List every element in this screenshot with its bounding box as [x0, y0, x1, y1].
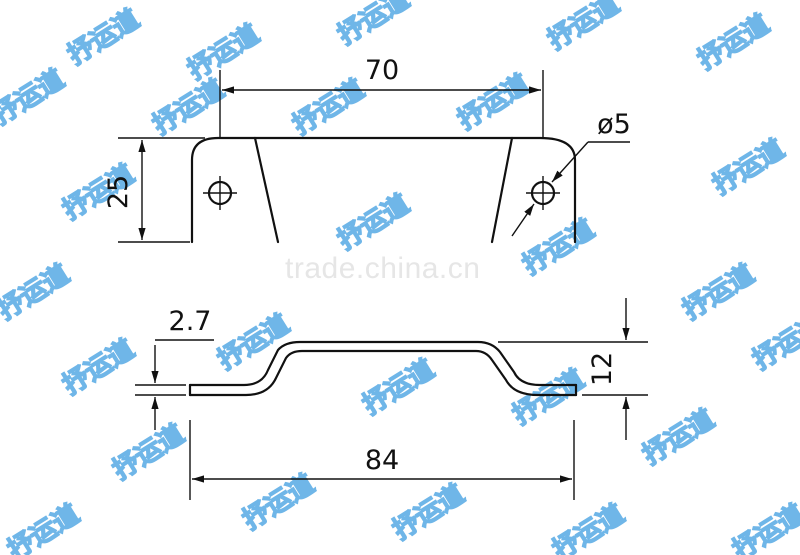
- side-view: 2.7 12 84: [135, 298, 648, 500]
- hole-right: [526, 176, 560, 210]
- watermark-stamp: 抒运道: [332, 188, 415, 256]
- watermark-stamp: 抒运道: [707, 133, 790, 201]
- watermark-stamp: 抒运道: [0, 63, 70, 131]
- watermark-stamp: 抒运道: [387, 478, 470, 546]
- bend-line-left: [253, 136, 280, 244]
- height-label: 25: [103, 175, 134, 209]
- dimension-height-25: 25: [103, 137, 205, 243]
- length-label: 84: [365, 445, 399, 476]
- thickness-label: 2.7: [169, 306, 212, 337]
- dimension-hole-diameter: ø5: [511, 109, 631, 237]
- bend-line-right: [490, 136, 514, 244]
- width-label: 70: [365, 55, 399, 86]
- watermark-stamp: 抒运道: [547, 498, 630, 555]
- watermark-stamp: 抒运道: [0, 258, 75, 326]
- watermark-stamp: 抒运道: [62, 3, 145, 71]
- watermark-stamp: 抒运道: [677, 258, 760, 326]
- watermark-stamp: 抒运道: [637, 403, 720, 471]
- watermark-stamp: 抒运道: [452, 68, 535, 136]
- watermark-stamp: 抒运道: [287, 73, 370, 141]
- dimension-height-12: 12: [498, 298, 648, 440]
- top-view-outline: [190, 136, 577, 244]
- watermark-stamp: 抒运道: [147, 73, 230, 141]
- dimension-length-84: 84: [189, 420, 575, 500]
- side-height-label: 12: [587, 352, 618, 386]
- watermark-stamp: 抒运道: [542, 0, 625, 56]
- watermark-stamp: 抒运道: [332, 0, 415, 51]
- dimension-width-70: 70: [219, 55, 544, 138]
- top-view: 70 25 ø5: [103, 55, 631, 244]
- watermark-stamp: 抒运道: [727, 498, 800, 555]
- side-view-profile-outer: [188, 340, 578, 387]
- watermark-stamp: 抒运道: [357, 353, 440, 421]
- watermark-stamp: 抒运道: [507, 363, 590, 431]
- hole-label: ø5: [597, 109, 631, 140]
- watermark-stamp: 抒运道: [2, 498, 85, 555]
- watermark-stamp: 抒运道: [107, 418, 190, 486]
- hole-left: [203, 176, 237, 210]
- watermark-stamp: 抒运道: [747, 308, 800, 376]
- side-view-profile-inner: [188, 349, 578, 397]
- watermark-stamp: 抒运道: [57, 333, 140, 401]
- watermark-stamp: 抒运道: [692, 8, 775, 76]
- watermark-stamp: 抒运道: [517, 213, 600, 281]
- watermark-stamp: 抒运道: [182, 18, 265, 86]
- site-watermark: trade.china.cn: [285, 252, 480, 285]
- dimension-thickness-2-7: 2.7: [135, 306, 214, 430]
